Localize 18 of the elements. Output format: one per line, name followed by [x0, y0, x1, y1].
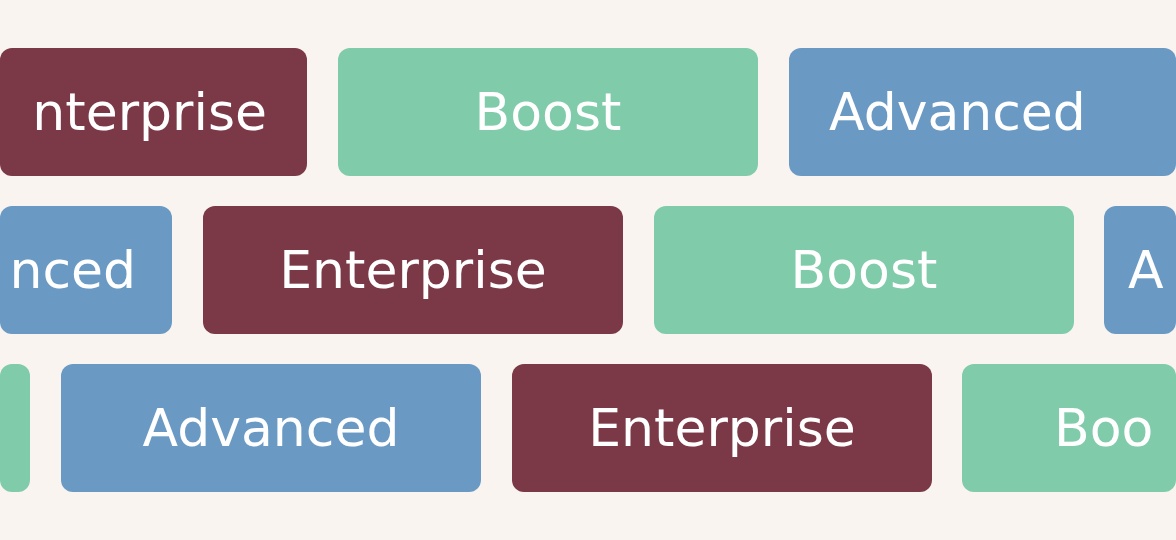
- tile-text: Advanced: [829, 86, 1086, 138]
- tile-text: Boo: [1054, 402, 1154, 454]
- tile-text: Advanced: [142, 402, 400, 454]
- label-tile: [1104, 206, 1176, 334]
- label-tile: [338, 48, 758, 176]
- label-tile: [512, 364, 932, 492]
- empty-tile: [0, 364, 30, 492]
- tile-text: Boost: [474, 86, 622, 138]
- label-tile: [962, 364, 1176, 492]
- label-tile: [789, 48, 1176, 176]
- label-tile: [203, 206, 623, 334]
- tile-text: Boost: [790, 244, 938, 296]
- tile-text: nced: [9, 244, 136, 296]
- label-tile: [61, 364, 481, 492]
- label-tile: [654, 206, 1074, 334]
- label-tile: [0, 206, 172, 334]
- label-tile: [0, 48, 307, 176]
- tile-text: A: [1128, 244, 1164, 296]
